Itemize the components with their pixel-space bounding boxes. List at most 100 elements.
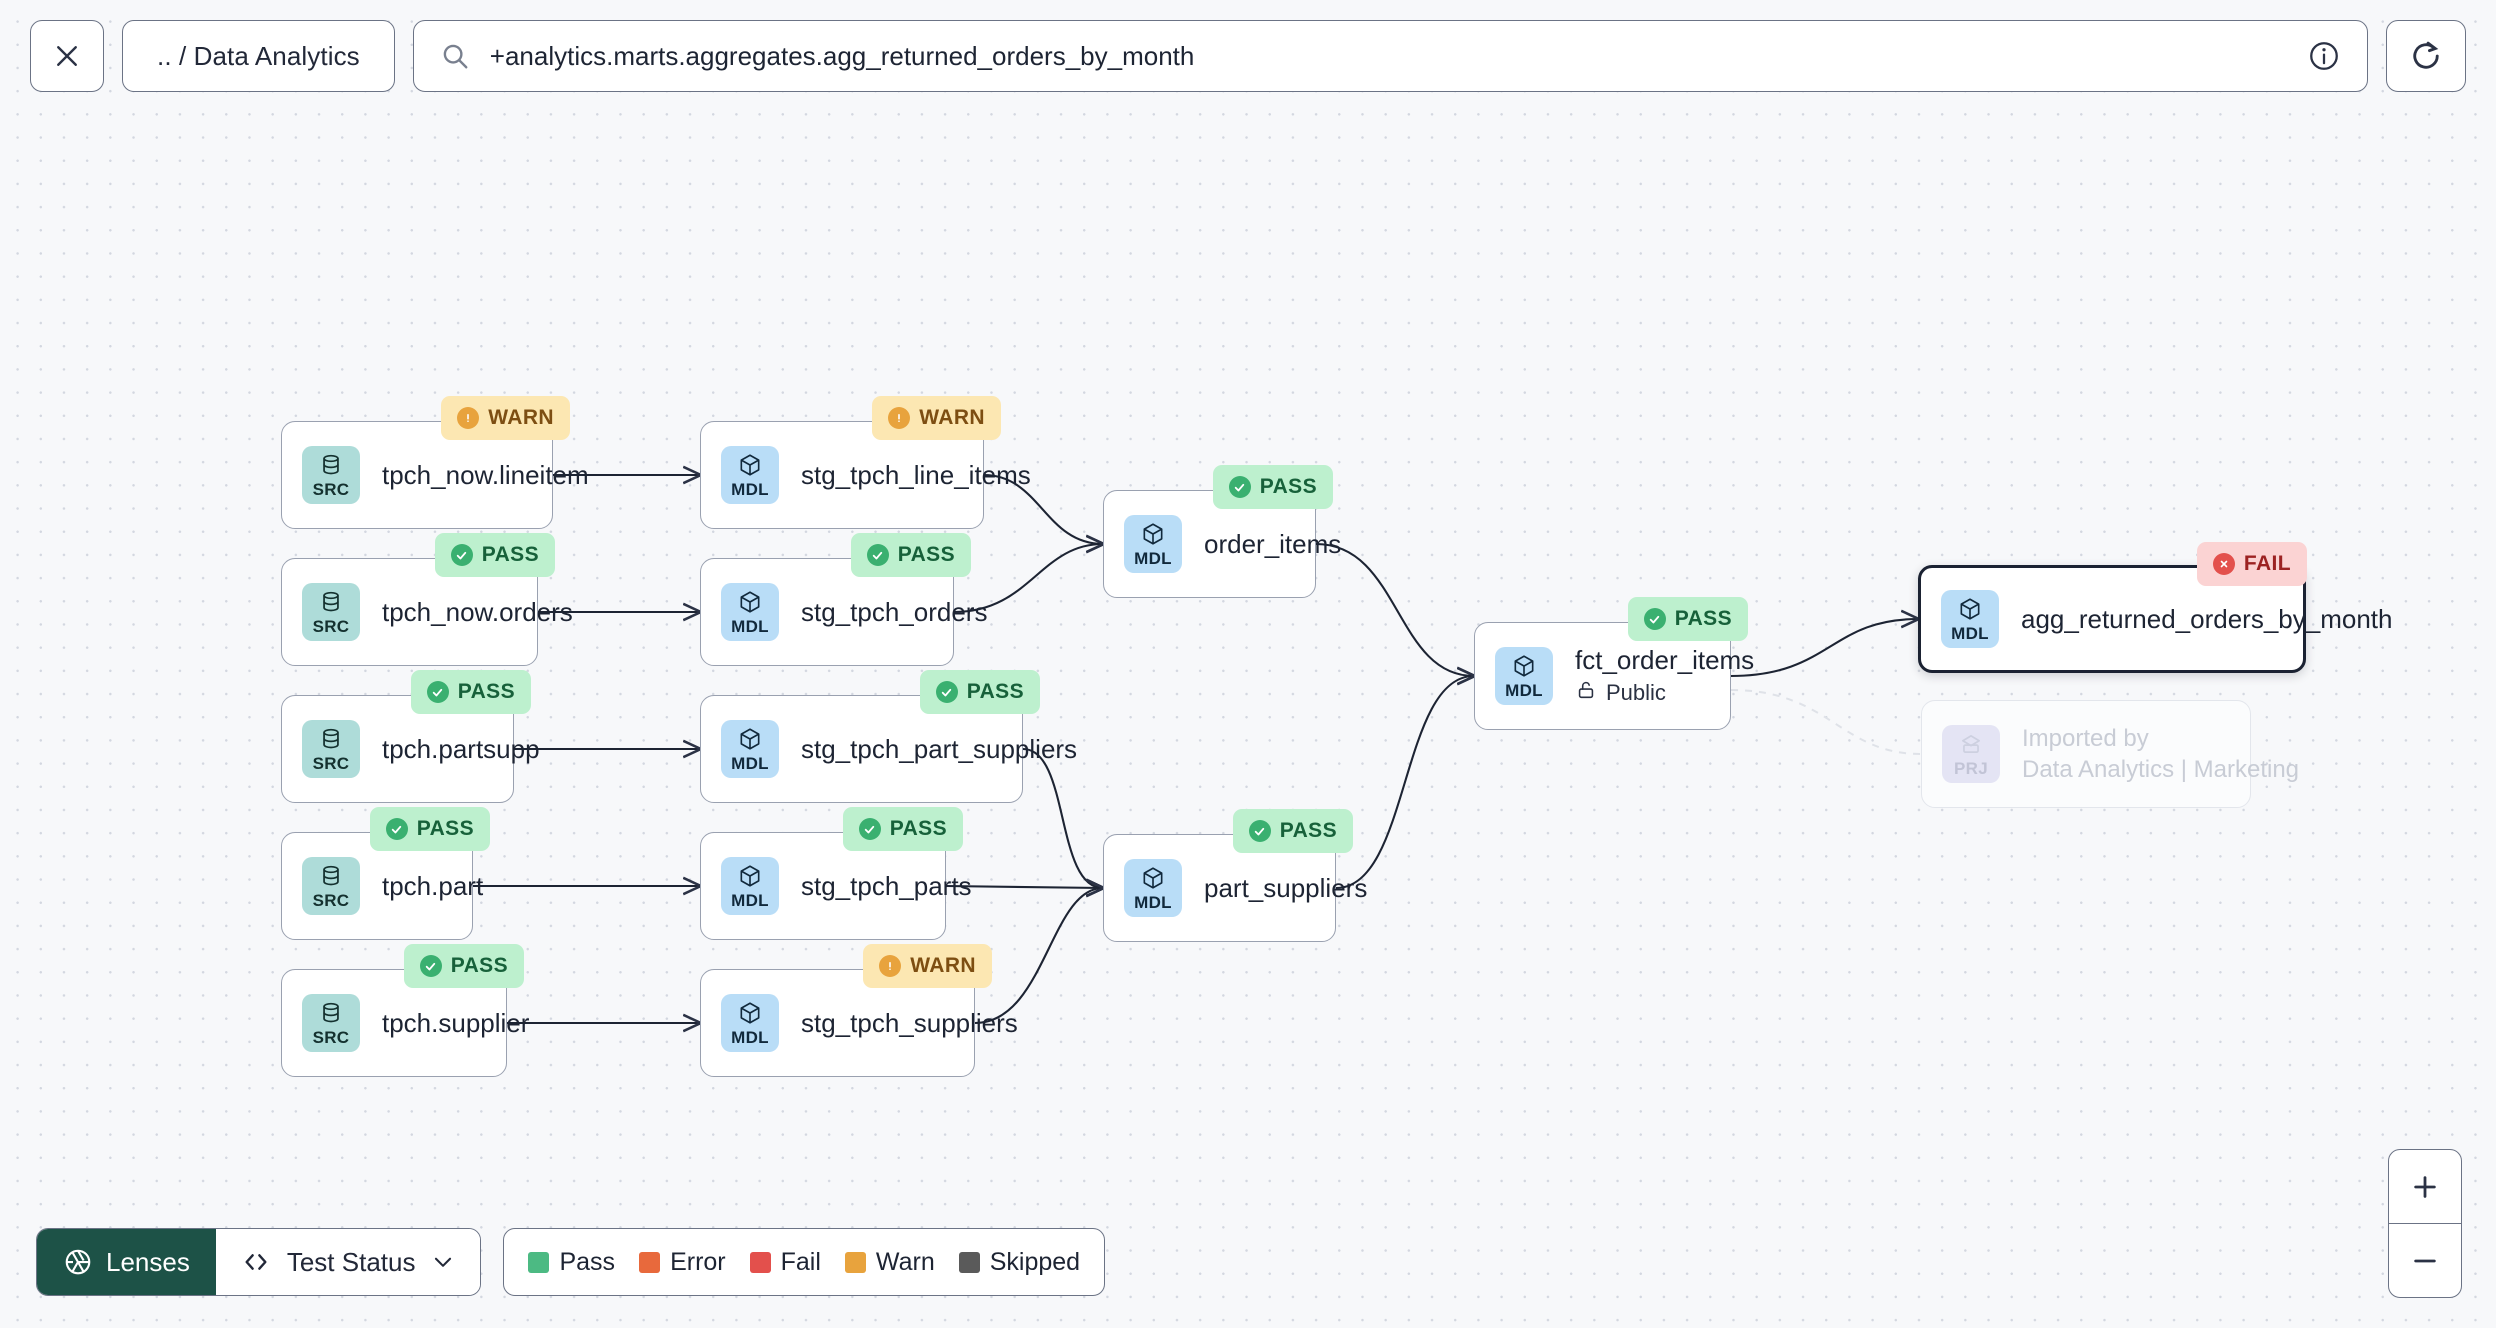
status-text: WARN [919, 406, 985, 429]
graph-node-stg_tpch_suppliers[interactable]: MDL stg_tpch_suppliers WARN [700, 944, 1018, 1077]
zoom-divider [2389, 1223, 2461, 1224]
graph-node-tpch_now_orders[interactable]: SRC tpch_now.orders PASS [281, 533, 573, 666]
mdl-type-icon: MDL [1941, 590, 1999, 648]
legend-swatch [844, 1251, 866, 1273]
node-label: tpch.partsupp [382, 733, 540, 764]
node-label: Data Analytics | Marketing [2022, 755, 2300, 783]
legend-label: Skipped [989, 1247, 1081, 1276]
node-text: tpch_now.orders [382, 596, 573, 628]
legend-item-error[interactable]: Error [639, 1248, 726, 1277]
status-dot [419, 955, 442, 977]
refresh-button[interactable] [2386, 20, 2466, 92]
node-text: tpch.supplier [382, 1007, 530, 1039]
status-text: PASS [1279, 819, 1337, 842]
legend-item-pass[interactable]: Pass [528, 1248, 615, 1277]
status-dot [866, 544, 889, 566]
status-text: PASS [481, 543, 539, 566]
node-label: tpch.part [382, 870, 484, 901]
code-icon [245, 1254, 267, 1270]
status-dot [879, 955, 902, 977]
close-button[interactable] [30, 20, 104, 92]
legend-item-warn[interactable]: Warn [844, 1247, 935, 1277]
search-input[interactable]: +analytics.marts.aggregates.agg_returned… [412, 20, 2368, 92]
unlock-icon [1575, 679, 1597, 707]
status-text: PASS [897, 543, 955, 566]
status-badge-pass: PASS [1212, 465, 1333, 509]
status-badge-pass: PASS [410, 670, 531, 714]
status-badge-pass: PASS [919, 670, 1040, 714]
node-text: tpch.part [382, 870, 484, 902]
node-visibility-label: Public [1606, 680, 1666, 705]
legend-item-fail[interactable]: Fail [749, 1248, 821, 1277]
refresh-icon [2413, 41, 2439, 69]
status-badge-pass: PASS [369, 807, 490, 851]
node-label: tpch.supplier [382, 1007, 530, 1038]
status-text: WARN [910, 954, 976, 977]
status-badge-pass: PASS [1627, 597, 1748, 641]
src-type-icon: SRC [302, 583, 360, 641]
node-text: part_suppliers [1204, 873, 1367, 904]
node-text: agg_returned_orders_by_month [2021, 604, 2392, 635]
mdl-type-icon: MDL [721, 583, 779, 641]
status-badge-pass: PASS [850, 533, 971, 577]
search-icon [443, 44, 468, 69]
lenses-button[interactable]: Lenses [37, 1229, 216, 1295]
status-dot [457, 407, 480, 429]
breadcrumb[interactable]: .. / Data Analytics [122, 20, 395, 92]
top-toolbar: .. / Data Analytics +analytics.marts.agg… [0, 0, 2496, 112]
status-dot [935, 681, 958, 703]
graph-node-stg_tpch_orders[interactable]: MDL stg_tpch_orders PASS [700, 533, 987, 666]
status-dot [426, 681, 449, 703]
ghost-edge [1730, 689, 1922, 755]
mdl-type-icon: MDL [721, 720, 779, 778]
node-label: fct_order_items [1575, 645, 1755, 675]
chevron-down-icon [435, 1257, 452, 1267]
close-icon [57, 46, 77, 66]
src-type-icon: SRC [302, 857, 360, 915]
aperture-icon [65, 1249, 91, 1275]
zoom-in-button[interactable] [2389, 1150, 2461, 1223]
status-badge-warn: WARN [863, 944, 992, 988]
graph-node-tpch_part[interactable]: SRC tpch.part PASS [281, 807, 490, 940]
status-text: PASS [457, 680, 515, 703]
legend-swatch [958, 1251, 980, 1273]
node-text: stg_tpch_line_items [801, 459, 1031, 491]
status-dot [1228, 476, 1251, 498]
zoom-out-button[interactable] [2389, 1224, 2461, 1297]
legend-label: Pass [559, 1247, 616, 1276]
mdl-type-icon: MDL [1124, 515, 1182, 573]
status-badge-pass: PASS [403, 944, 524, 988]
status-badge-pass: PASS [434, 533, 555, 577]
status-text: WARN [488, 406, 554, 429]
legend-item-skipped[interactable]: Skipped [958, 1247, 1081, 1277]
status-dot [2212, 553, 2235, 575]
test-status-label: Test Status [286, 1246, 416, 1277]
node-label: stg_tpch_line_items [801, 459, 1031, 490]
legend-label: Warn [875, 1247, 935, 1276]
node-text: stg_tpch_orders [801, 597, 987, 628]
node-label: tpch_now.orders [382, 596, 573, 627]
node-label: stg_tpch_suppliers [801, 1007, 1018, 1038]
test-status-dropdown[interactable]: Test Status [215, 1229, 481, 1295]
status-dot [888, 407, 911, 429]
status-text: PASS [450, 954, 508, 977]
plus-icon [2414, 1175, 2436, 1198]
node-label: tpch_now.lineitem [382, 459, 589, 490]
info-icon[interactable] [2307, 39, 2341, 73]
status-badge-pass: PASS [842, 807, 963, 851]
legend-swatch [749, 1251, 771, 1273]
mdl-type-icon: MDL [721, 994, 779, 1052]
